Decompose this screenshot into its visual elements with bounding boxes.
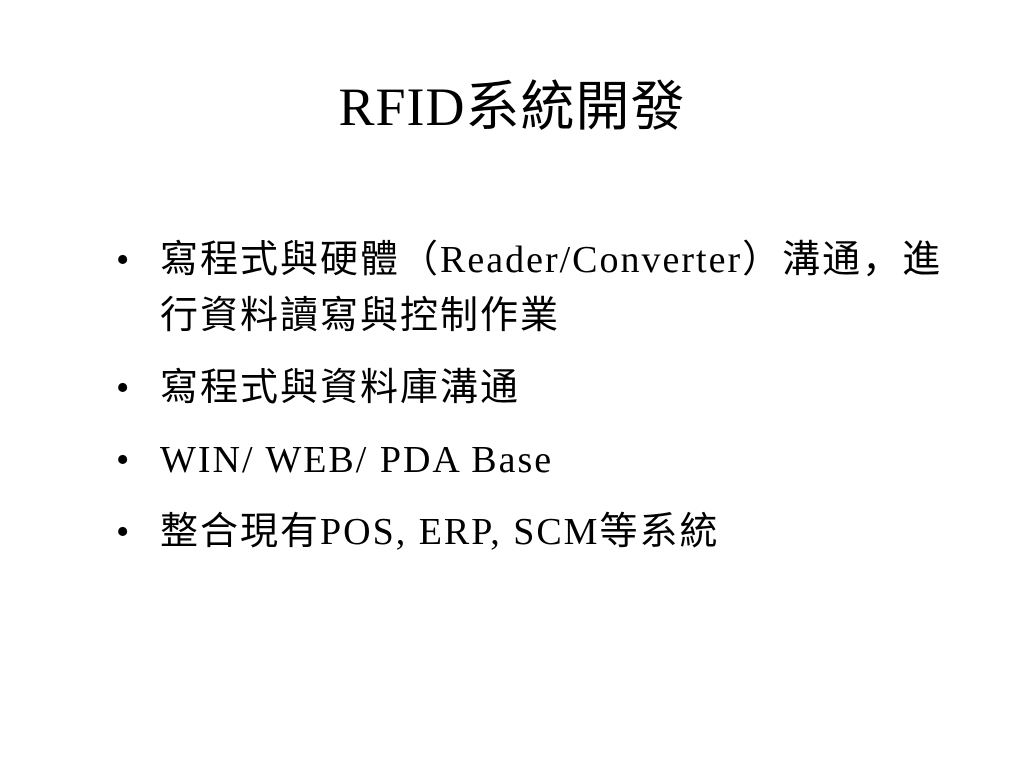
bullet-dot-icon: • bbox=[116, 239, 130, 281]
slide-title: RFID系統開發 bbox=[338, 77, 686, 137]
bullet-text: 寫程式與資料庫溝通 bbox=[160, 367, 521, 409]
bullet-dot-icon: • bbox=[116, 439, 130, 481]
bullet-item-1: • 寫程式與硬體（Reader/Converter）溝通，進行資料讀寫與控制作業 bbox=[112, 232, 952, 344]
bullet-list: • 寫程式與硬體（Reader/Converter）溝通，進行資料讀寫與控制作業… bbox=[112, 232, 952, 576]
bullet-text: 寫程式與硬體（Reader/Converter）溝通，進行資料讀寫與控制作業 bbox=[160, 239, 943, 337]
bullet-text: 整合現有POS, ERP, SCM等系統 bbox=[160, 511, 720, 553]
bullet-text: WIN/ WEB/ PDA Base bbox=[160, 439, 554, 481]
bullet-item-2: • 寫程式與資料庫溝通 bbox=[112, 360, 952, 416]
bullet-dot-icon: • bbox=[116, 511, 130, 553]
bullet-dot-icon: • bbox=[116, 367, 130, 409]
bullet-item-4: • 整合現有POS, ERP, SCM等系統 bbox=[112, 504, 952, 560]
bullet-item-3: • WIN/ WEB/ PDA Base bbox=[112, 432, 952, 488]
